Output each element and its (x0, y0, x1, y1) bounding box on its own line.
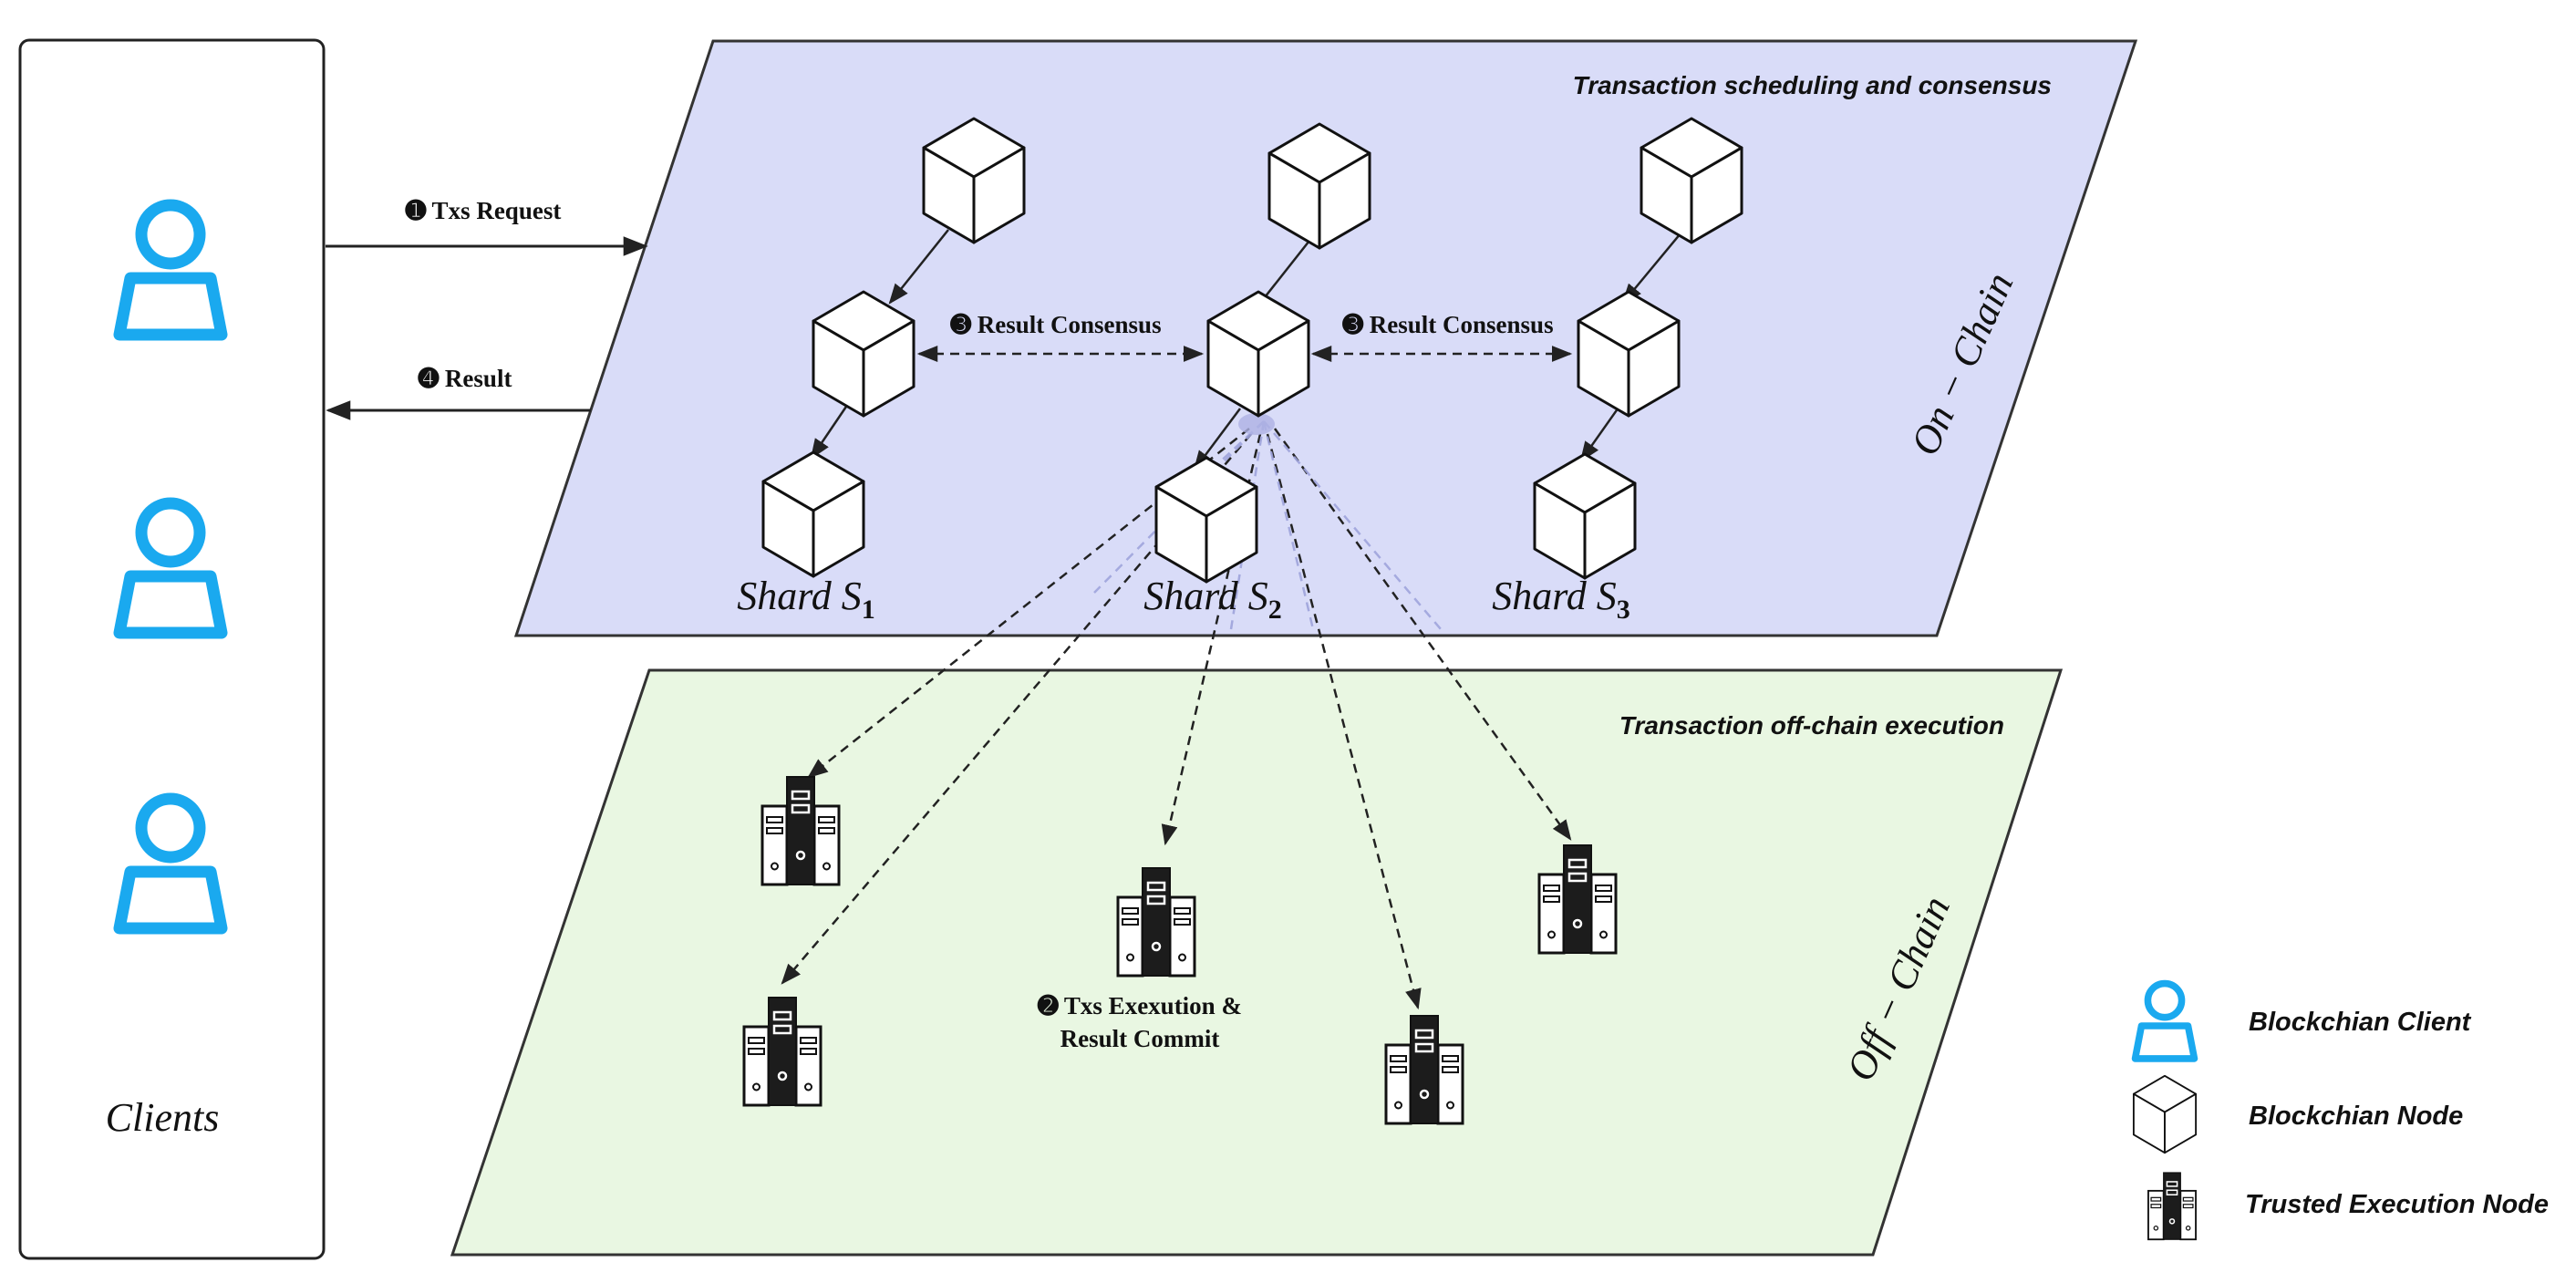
dispatch-arrow-4 (1266, 433, 1422, 1010)
execution-label-line1: ➋ Txs Exexution & (1037, 992, 1242, 1019)
dispatch-arrow-5 (1273, 428, 1572, 841)
clients-label: Clients (106, 1095, 220, 1140)
legend-user-icon (2136, 984, 2195, 1059)
shard-2-subscript: 2 (1268, 595, 1282, 625)
shard-3-name: Shard S (1492, 574, 1617, 618)
off-chain-caption: Transaction off-chain execution (1619, 711, 2004, 740)
shard-2-label: Shard S2 (1143, 574, 1282, 625)
shard-1-label: Shard S1 (737, 574, 875, 625)
consensus-left-label: ➌ Result Consensus (949, 311, 1161, 338)
shard-2-name: Shard S (1143, 574, 1268, 618)
legend-trusted-label: Trusted Execution Node (2245, 1190, 2549, 1219)
consensus-right-label: ➌ Result Consensus (1341, 311, 1553, 338)
legend-client-label: Blockchian Client (2249, 1008, 2472, 1037)
legend-server-icon (2147, 1172, 2197, 1241)
shard-3-label: Shard S3 (1492, 574, 1630, 625)
on-chain-caption: Transaction scheduling and consensus (1573, 71, 2052, 99)
off-chain-plane (450, 668, 2064, 1257)
legend: Blockchian Client Blockchian Node Truste… (2132, 984, 2549, 1241)
shard-1-name: Shard S (737, 574, 862, 618)
txs-request-label: ➊ Txs Request (405, 197, 562, 224)
legend-node-label: Blockchian Node (2249, 1102, 2463, 1131)
shard-3-subscript: 3 (1617, 595, 1630, 625)
legend-cube-icon (2132, 1074, 2198, 1154)
result-label: ➍ Result (418, 365, 512, 392)
execution-label-line2: Result Commit (1060, 1025, 1220, 1052)
shard-1-subscript: 1 (862, 595, 875, 625)
dispatch-arrow-2 (781, 433, 1252, 985)
clients-panel (18, 38, 326, 1260)
projection-hub (1238, 413, 1275, 435)
